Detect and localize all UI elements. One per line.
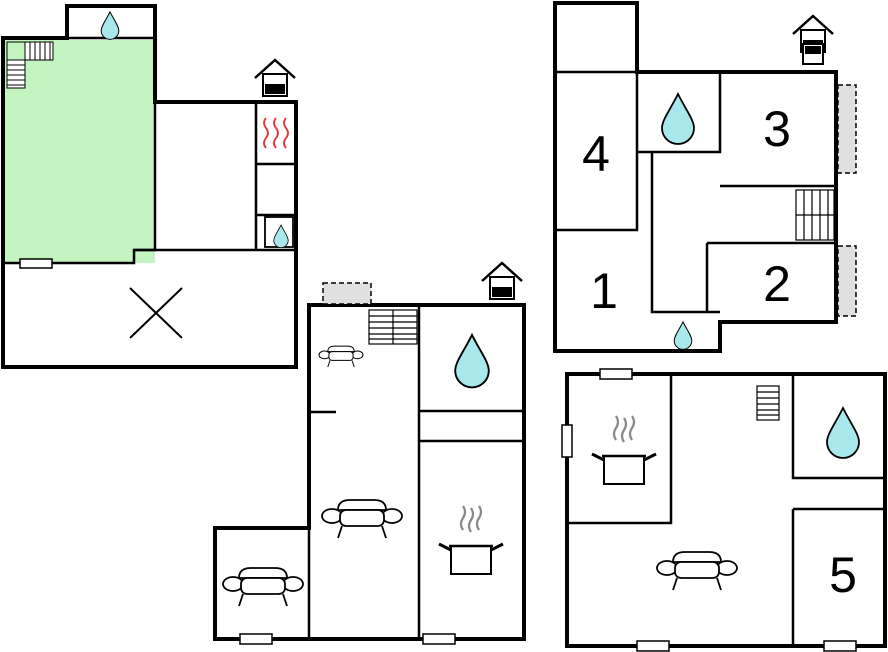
plan-a bbox=[1, 4, 298, 369]
balcony bbox=[322, 282, 372, 305]
room-5-label: 5 bbox=[829, 547, 857, 603]
water-drop-icon bbox=[273, 224, 289, 249]
plan-c: 4 3 1 2 bbox=[553, 1, 857, 353]
water-drop-icon bbox=[454, 333, 490, 389]
plan-b bbox=[213, 261, 526, 645]
staircase-icon bbox=[368, 309, 418, 345]
staircase-icon bbox=[6, 41, 54, 89]
window bbox=[19, 258, 53, 269]
balcony bbox=[837, 84, 857, 174]
sofa-icon bbox=[321, 499, 403, 539]
window bbox=[823, 640, 857, 652]
room-3-label: 3 bbox=[763, 101, 791, 157]
room-4-label: 4 bbox=[582, 126, 610, 182]
cross-icon bbox=[129, 287, 183, 339]
house-icon bbox=[480, 261, 524, 301]
sofa-icon bbox=[656, 551, 738, 591]
window bbox=[422, 633, 456, 645]
room-2-label: 2 bbox=[763, 256, 791, 312]
green-room bbox=[5, 40, 155, 263]
house-icon bbox=[253, 58, 297, 98]
water-drop-icon bbox=[826, 407, 860, 459]
sofa-icon bbox=[318, 345, 364, 368]
water-drop-icon bbox=[661, 93, 695, 145]
window bbox=[239, 633, 273, 645]
cooking-pot-icon bbox=[590, 414, 658, 486]
plan-d: 5 bbox=[561, 368, 887, 652]
water-drop-icon bbox=[673, 321, 693, 350]
water-drop-icon bbox=[100, 11, 120, 40]
sofa-icon bbox=[222, 567, 304, 607]
window bbox=[636, 640, 670, 652]
heater-icon bbox=[263, 117, 289, 149]
staircase-icon bbox=[795, 189, 835, 241]
room-1-label: 1 bbox=[590, 263, 618, 319]
staircase-icon bbox=[756, 385, 780, 421]
window bbox=[561, 424, 573, 458]
cooking-pot-icon bbox=[437, 504, 505, 576]
balcony bbox=[837, 245, 857, 317]
window bbox=[599, 368, 633, 380]
